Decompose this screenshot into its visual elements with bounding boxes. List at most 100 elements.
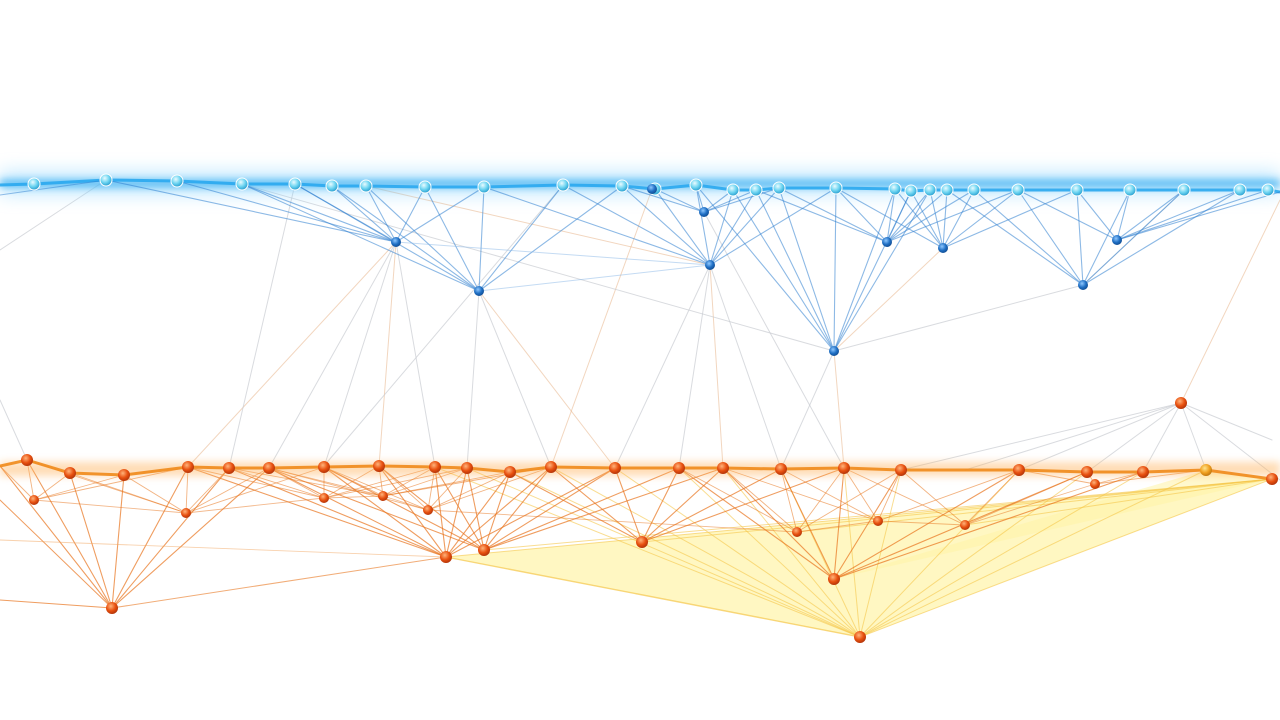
blue-node [235,177,249,191]
orange-link [228,467,447,558]
cross-link [1180,199,1280,404]
orange-node [461,462,473,474]
cross-link [709,264,782,470]
blue-link [695,184,711,266]
blue-link [478,186,485,292]
yellow-link [859,471,1144,638]
cross-link [187,241,397,468]
blue-link [886,190,912,243]
orange-link [833,469,1020,580]
blue-node [1123,183,1137,197]
orange-node [1200,464,1212,476]
cross-link [241,183,835,352]
orange-link [33,472,71,501]
blue-link [1116,189,1131,241]
orange-link [323,495,384,499]
blue-link [835,187,888,243]
blue-link [703,187,780,213]
blue-link [0,179,107,196]
blue-node [99,173,113,187]
orange-node [118,469,130,481]
blue-link [755,189,888,243]
blue-link [894,188,944,249]
blue-link [709,187,780,266]
yellow-link [722,467,861,638]
blue-links [0,179,1280,352]
orange-node [609,462,621,474]
cross-link [365,185,711,266]
cross-link [0,399,28,461]
nodes [21,173,1278,643]
blue-node [772,181,786,195]
blue-node [477,180,491,194]
blue-link [703,189,757,213]
orange-link [378,465,447,558]
cross-link [780,350,835,470]
blue-hub-node [647,184,657,194]
blue-link [732,189,835,352]
blue-node [888,182,902,196]
orange-link [843,467,879,522]
cross-link [1180,402,1207,471]
blue-link [621,185,705,213]
yellow-link [614,467,861,638]
orange-link [483,467,680,551]
orange-mid-node [29,495,39,505]
orange-node [838,462,850,474]
yellow-fan [434,466,1273,638]
orange-outlier-node [1175,397,1187,409]
blue-link [654,188,705,213]
blue-hub-node [882,237,892,247]
blue-node [615,179,629,193]
blue-node [1233,183,1247,197]
yellow-link [859,469,1020,638]
orange-link [641,467,680,543]
orange-link [0,465,113,609]
yellow-link [483,478,1273,551]
yellow-link [509,471,861,638]
orange-link [33,499,187,514]
blue-link [778,187,888,243]
orange-link [641,467,724,543]
orange-hub-node [854,631,866,643]
blue-link [695,184,835,352]
blue-node [1177,183,1191,197]
orange-link [900,469,966,526]
blue-link [1116,189,1185,241]
orange-link [550,466,643,543]
blue-link [886,189,1019,243]
orange-link [483,471,511,551]
blue-link [973,189,1084,286]
orange-mid-node [423,505,433,515]
blue-hub-node [474,286,484,296]
blue-hub-node [1112,235,1122,245]
cross-link [833,350,845,469]
blue-link [294,183,480,292]
yellow-link [843,467,861,638]
orange-node [1266,473,1278,485]
blue-link [478,185,623,292]
blue-node [1070,183,1084,197]
orange-link [111,467,270,609]
orange-link [722,467,879,522]
yellow-link [641,478,1273,543]
orange-link [445,471,511,558]
blue-link [835,187,944,249]
cross-link [550,188,653,468]
blue-node [556,178,570,192]
blue-band-line [0,178,1280,194]
orange-link [780,468,879,522]
blue-link [331,185,480,292]
orange-link [796,467,845,533]
orange-node [373,460,385,472]
yellow-link [859,469,902,638]
blue-link [833,187,837,352]
yellow-link [466,467,861,638]
orange-link [796,469,902,533]
orange-link [483,467,724,551]
cross-link [395,241,436,468]
cross-link [614,264,711,469]
cross-link [900,402,1182,471]
blue-node [359,179,373,193]
